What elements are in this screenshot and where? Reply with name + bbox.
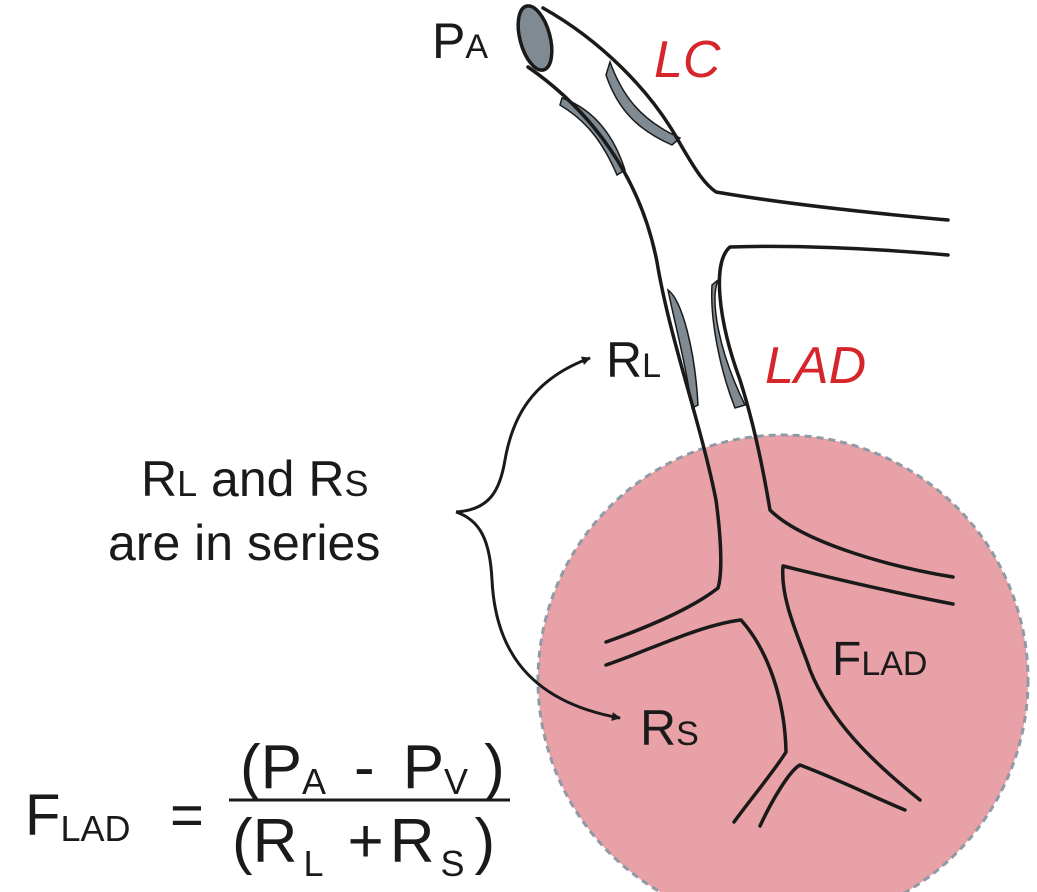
pa-label: PA: [432, 13, 488, 69]
lad-territory-circle: [536, 433, 1030, 892]
lc-plaque-inner: [559, 97, 626, 177]
den-r1: R: [253, 807, 298, 876]
formula-lhs-sub: LAD: [60, 808, 130, 849]
den-r2: R: [390, 807, 435, 876]
den-open: (: [232, 807, 253, 876]
num-p2: P: [403, 733, 444, 802]
pa-main: P: [432, 13, 465, 69]
series-note-line2: are in series: [108, 515, 380, 571]
lad-branch-lower: [758, 763, 907, 828]
formula-equals: =: [170, 783, 204, 848]
series-note-line1: RL and RS: [141, 451, 368, 507]
rs-main: R: [640, 700, 676, 756]
num-sub1: A: [302, 761, 326, 802]
lc-plaque-outer: [605, 59, 682, 146]
lad-plaque-right: [710, 279, 747, 409]
pa-sub: A: [465, 28, 488, 66]
den-sub1: L: [303, 843, 323, 884]
den-plus: +: [347, 807, 383, 876]
note-s: S: [344, 463, 368, 504]
num-p1: P: [261, 733, 302, 802]
den-sub2: S: [440, 843, 464, 884]
num-minus: -: [354, 733, 375, 802]
formula-numerator: (PA-PV): [240, 733, 505, 802]
den-close: ): [474, 807, 495, 876]
lad-branch-upper: [780, 564, 955, 802]
note-r1: R: [141, 451, 177, 507]
flad-main: F: [832, 633, 861, 686]
lad-plaque-left: [666, 288, 699, 410]
lc-branch-lower-wall: [717, 244, 955, 579]
rl-main: R: [606, 332, 642, 388]
lad-branch-left-upper: [604, 618, 788, 824]
rl-sub: L: [642, 347, 661, 385]
note-l: L: [177, 463, 197, 504]
rs-label: RS: [640, 700, 699, 756]
num-open: (: [240, 733, 261, 802]
formula-lhs: FLAD: [25, 783, 130, 849]
rs-sub: S: [676, 715, 699, 753]
flad-sub: LAD: [861, 645, 927, 683]
flad-label: FLAD: [832, 633, 927, 686]
note-r2: R: [308, 451, 344, 507]
vessel-left-wall: [526, 65, 723, 644]
series-bracket-upper: [455, 356, 591, 514]
formula-lhs-main: F: [25, 783, 60, 848]
vessel-opening-ellipse: [516, 4, 554, 72]
num-sub2: V: [444, 761, 468, 802]
series-bracket-lower: [455, 510, 621, 721]
vessel-right-wall: [541, 6, 950, 222]
num-close: ): [484, 733, 505, 802]
rl-label: RL: [606, 332, 661, 388]
lc-label: LC: [654, 31, 721, 89]
note-and: and: [197, 451, 308, 507]
lad-label: LAD: [765, 337, 866, 395]
